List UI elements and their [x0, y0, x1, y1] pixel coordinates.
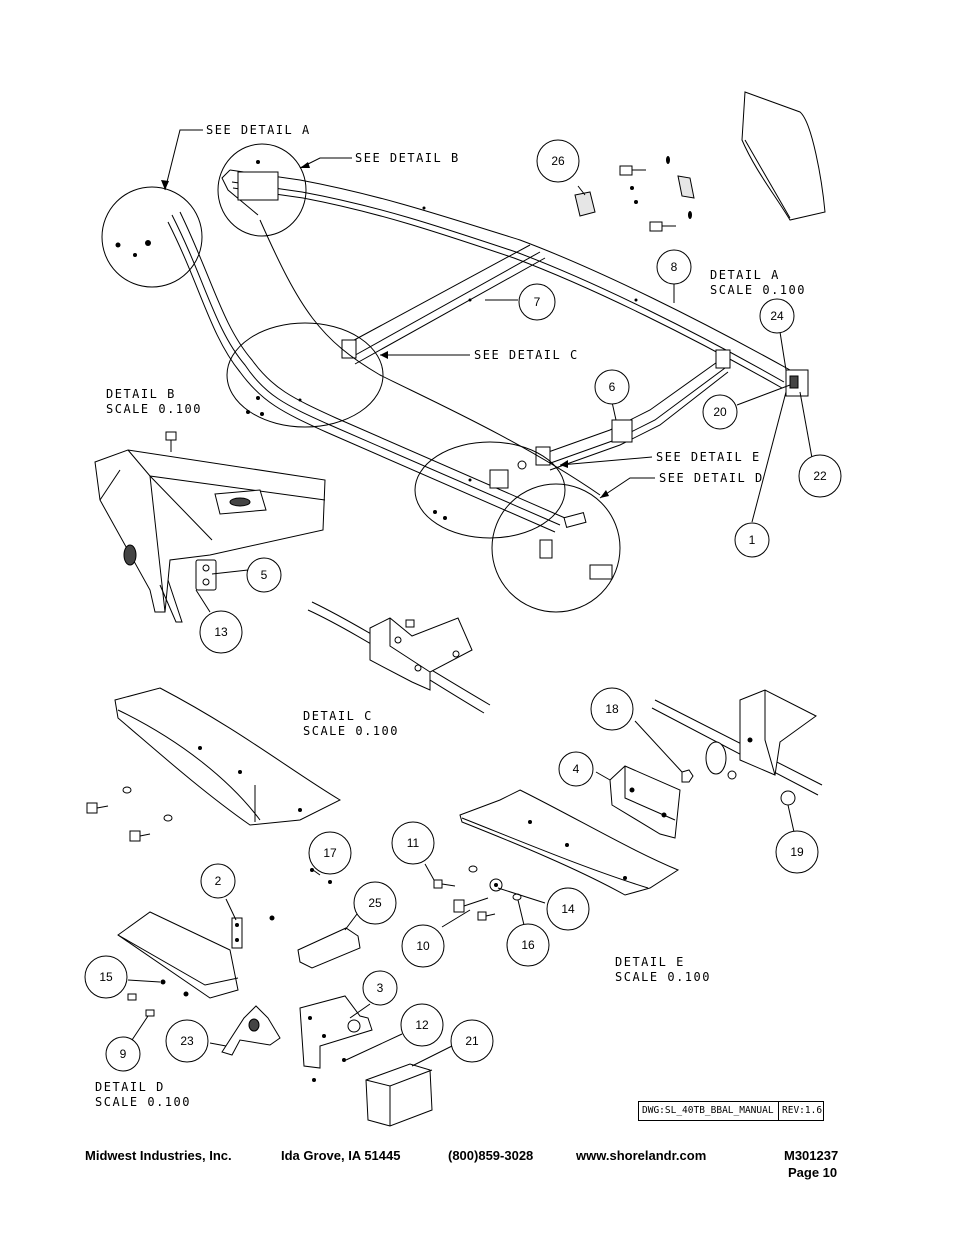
- detail-e-circle: [414, 441, 566, 539]
- balloon-24: 24: [759, 298, 795, 334]
- footer-company: Midwest Industries, Inc.: [85, 1148, 232, 1163]
- svg-text:26: 26: [551, 154, 565, 168]
- balloon-8: 8: [656, 249, 692, 285]
- balloon-11: 11: [391, 821, 435, 865]
- footer-doc-number: M301237: [784, 1148, 839, 1163]
- balloon-4: 4: [558, 751, 594, 787]
- detail-e-assembly: [433, 689, 823, 921]
- svg-text:20: 20: [713, 405, 727, 419]
- svg-text:2: 2: [215, 874, 222, 888]
- detail-d-assembly: [86, 687, 433, 1127]
- footer-page-number: Page 10: [788, 1165, 838, 1180]
- svg-text:8: 8: [671, 260, 678, 274]
- svg-text:19: 19: [790, 845, 804, 859]
- svg-text:23: 23: [180, 1034, 194, 1048]
- balloon-26: 26: [536, 139, 580, 183]
- svg-text:18: 18: [605, 702, 619, 716]
- detail-a-scale: SCALE 0.100: [710, 283, 806, 297]
- svg-text:7: 7: [534, 295, 541, 309]
- svg-text:1: 1: [749, 533, 756, 547]
- svg-text:21: 21: [465, 1034, 479, 1048]
- detail-d-scale: SCALE 0.100: [95, 1095, 191, 1109]
- balloon-20: 20: [702, 394, 738, 430]
- detail-b-title: DETAIL B: [106, 387, 176, 401]
- drawing-number: DWG:SL_40TB_BBAL_MANUAL: [639, 1102, 779, 1120]
- balloon-14: 14: [546, 887, 590, 931]
- callout-see-detail-e: SEE DETAIL E: [656, 450, 761, 464]
- svg-text:14: 14: [561, 902, 575, 916]
- detail-a-circle: [101, 186, 203, 288]
- svg-text:3: 3: [377, 981, 384, 995]
- balloon-19: 19: [775, 830, 819, 874]
- callout-see-detail-a: SEE DETAIL A: [206, 123, 311, 137]
- svg-text:17: 17: [323, 846, 337, 860]
- detail-a-title: DETAIL A: [710, 268, 780, 282]
- detail-c-assembly: [307, 601, 491, 714]
- balloon-12: 12: [400, 1003, 444, 1047]
- balloon-3: 3: [362, 970, 398, 1006]
- balloon-6: 6: [594, 369, 630, 405]
- balloon-9: 9: [105, 1036, 141, 1072]
- trailer-frame: [167, 169, 809, 533]
- footer-phone: (800)859-3028: [448, 1148, 534, 1163]
- detail-b-assembly: [94, 431, 326, 623]
- callout-see-detail-d: SEE DETAIL D: [659, 471, 764, 485]
- callout-see-detail-b: SEE DETAIL B: [355, 151, 460, 165]
- balloon-5: 5: [246, 557, 282, 593]
- detail-e-title: DETAIL E: [615, 955, 685, 969]
- detail-b-scale: SCALE 0.100: [106, 402, 202, 416]
- svg-text:9: 9: [120, 1047, 127, 1061]
- detail-c-title: DETAIL C: [303, 709, 373, 723]
- balloon-23: 23: [165, 1019, 209, 1063]
- detail-d-title: DETAIL D: [95, 1080, 165, 1094]
- detail-d-circle: [491, 483, 621, 613]
- balloon-10: 10: [401, 924, 445, 968]
- svg-text:11: 11: [407, 836, 420, 850]
- balloon-25: 25: [353, 881, 397, 925]
- balloon-7: 7: [518, 283, 556, 321]
- svg-text:24: 24: [770, 309, 784, 323]
- svg-text:12: 12: [415, 1018, 429, 1032]
- svg-text:6: 6: [609, 380, 616, 394]
- detail-a-hardware: [574, 91, 826, 232]
- balloon-16: 16: [506, 923, 550, 967]
- svg-text:22: 22: [813, 469, 827, 483]
- footer-website[interactable]: www.shorelandr.com: [576, 1148, 707, 1163]
- detail-c-scale: SCALE 0.100: [303, 724, 399, 738]
- svg-text:13: 13: [214, 625, 228, 639]
- svg-text:4: 4: [573, 762, 580, 776]
- svg-text:10: 10: [416, 939, 430, 953]
- balloon-21: 21: [450, 1019, 494, 1063]
- part-balloons: 26 8 7 24 20 22 6 1 5 13 18 4 19 17 11 2…: [84, 139, 842, 1072]
- balloon-18: 18: [590, 687, 634, 731]
- leader-lines: [127, 129, 813, 1067]
- balloon-13: 13: [199, 610, 243, 654]
- svg-text:5: 5: [261, 568, 268, 582]
- svg-text:25: 25: [368, 896, 382, 910]
- footer-city: Ida Grove, IA 51445: [281, 1148, 401, 1163]
- revision-number: REV:1.6: [782, 1105, 823, 1116]
- balloon-17: 17: [308, 831, 352, 875]
- drawing-title-block: DWG:SL_40TB_BBAL_MANUAL REV:1.6: [638, 1101, 824, 1121]
- balloon-2: 2: [200, 863, 236, 899]
- detail-e-scale: SCALE 0.100: [615, 970, 711, 984]
- balloon-15: 15: [84, 955, 128, 999]
- balloon-22: 22: [798, 454, 842, 498]
- detail-c-circle: [226, 322, 384, 428]
- svg-text:15: 15: [99, 970, 113, 984]
- detail-b-circle: [217, 143, 307, 237]
- svg-text:16: 16: [521, 938, 535, 952]
- callout-see-detail-c: SEE DETAIL C: [474, 348, 579, 362]
- balloon-1: 1: [734, 522, 770, 558]
